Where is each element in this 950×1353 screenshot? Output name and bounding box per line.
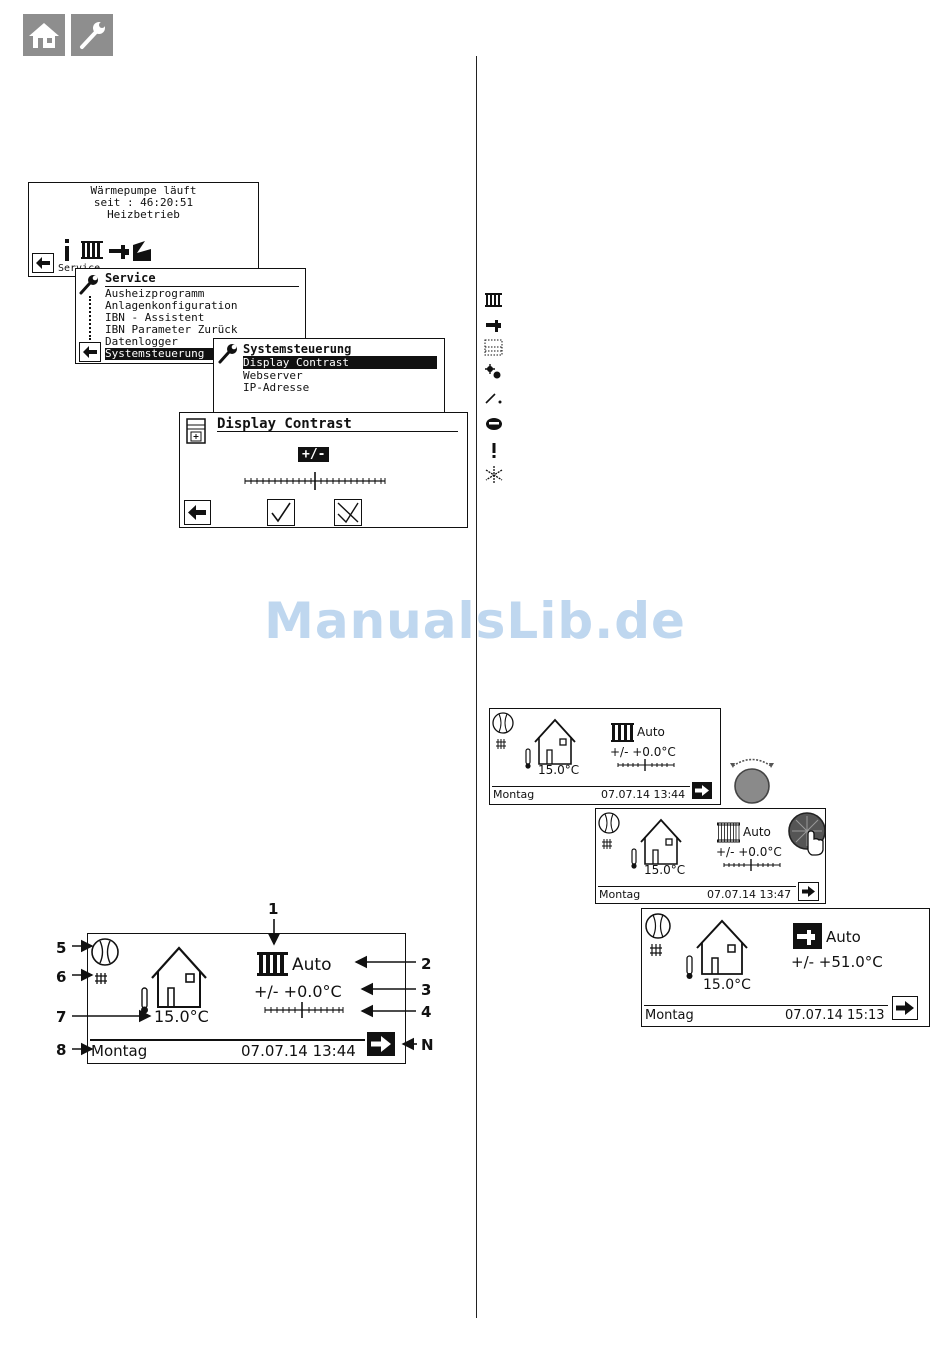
thermometer-icon — [141, 987, 148, 1014]
outside-temperature: 15.0°C — [703, 977, 751, 993]
contrast-slider[interactable] — [244, 472, 386, 490]
operating-mode: Auto — [826, 928, 861, 946]
wrench-icon[interactable] — [71, 14, 113, 56]
offset-scale — [723, 859, 781, 871]
house-icon — [631, 818, 682, 869]
heat-pump-compressor-icon — [91, 938, 119, 984]
system-menu-item-selected[interactable]: Display Contrast — [243, 357, 437, 369]
tap-icon — [486, 320, 501, 332]
radiator-icon — [257, 952, 288, 976]
status-line-2: seit : 46:20:51 — [93, 196, 194, 209]
next-arrow-button[interactable] — [692, 782, 712, 799]
rotary-knob-turn-icon[interactable] — [727, 756, 777, 806]
plus-minus-label: +/- — [298, 447, 330, 462]
main-screen: 15.0°C Auto +/- +0.0°C Montag 07.07.14 1… — [87, 933, 406, 1064]
temperature-offset: +/- +0.0°C — [254, 982, 342, 1001]
watermark: ManualsLib.de — [264, 592, 686, 650]
callout-1: 1 — [268, 900, 279, 918]
sequence-screen-2: 15.0°C Auto +/- +0.0°C Montag 07.07.14 1… — [595, 808, 826, 904]
next-arrow-button[interactable] — [892, 996, 918, 1020]
callout-4: 4 — [421, 1003, 432, 1021]
house-icon — [686, 919, 748, 979]
offset-scale — [264, 1002, 344, 1018]
status-screen: Wärmepumpe läuft seit : 46:20:51 Heizbet… — [28, 182, 259, 277]
scrollbar[interactable] — [89, 296, 92, 340]
outside-temperature: 15.0°C — [538, 763, 580, 777]
callout-6: 6 — [56, 968, 67, 986]
solar-icon — [485, 393, 502, 404]
radiator-icon-outline — [717, 822, 740, 843]
heat-pump-compressor-icon — [492, 712, 514, 749]
heat-pump-compressor-icon — [598, 812, 620, 849]
pv-icon — [486, 418, 502, 430]
back-arrow-button[interactable] — [79, 342, 101, 362]
hot-water-tap-icon — [793, 923, 822, 949]
radiator-icon — [611, 723, 634, 742]
callout-n: N — [421, 1036, 434, 1054]
confirm-check-button[interactable] — [267, 499, 295, 526]
contrast-dialog: Display Contrast +/- — [179, 412, 468, 528]
callout-3: 3 — [421, 981, 432, 999]
operating-mode-icon-legend — [484, 293, 503, 484]
defrost-icon — [485, 466, 503, 484]
heat-pump-compressor-icon — [645, 913, 671, 956]
callout-8: 8 — [56, 1041, 67, 1059]
weekday: Montag — [645, 1008, 694, 1023]
settings-sheet-icon — [186, 418, 206, 444]
service-menu-item[interactable]: IBN - Assistent — [105, 311, 205, 324]
callout-7: 7 — [56, 1008, 67, 1026]
rotary-knob-press-icon[interactable] — [786, 810, 830, 856]
temperature-offset: +/- +51.0°C — [791, 953, 883, 971]
house-icon — [141, 946, 207, 1014]
operating-mode: Auto — [292, 955, 332, 975]
system-menu-item[interactable]: IP-Adresse — [243, 381, 310, 394]
service-menu-item[interactable]: Datenlogger — [105, 335, 178, 348]
operating-mode: Auto — [637, 725, 665, 739]
warning-icon — [492, 443, 496, 458]
service-menu-title: Service — [105, 271, 156, 285]
outside-temperature: 15.0°C — [154, 1007, 209, 1026]
service-menu-item-selected[interactable]: Systemsteuerung — [105, 348, 215, 360]
service-menu-item[interactable]: Anlagenkonfiguration — [105, 299, 238, 312]
wrench-icon — [79, 275, 98, 295]
sequence-screen-3: 15.0°C Auto +/- +51.0°C Montag 07.07.14 … — [641, 908, 930, 1027]
operating-mode: Auto — [743, 825, 771, 839]
callout-5: 5 — [56, 939, 67, 957]
weekday: Montag — [599, 888, 641, 901]
pool-icon — [484, 339, 503, 356]
service-menu-item[interactable]: IBN Parameter Zurück — [105, 323, 238, 336]
next-arrow-button[interactable] — [798, 882, 819, 901]
temperature-offset: +/- +0.0°C — [716, 845, 782, 859]
cancel-x-button[interactable] — [334, 499, 362, 526]
contrast-dialog-title: Display Contrast — [217, 416, 352, 432]
service-menu-item[interactable]: Ausheizprogramm — [105, 287, 205, 300]
status-line-1: Wärmepumpe läuft — [90, 184, 197, 197]
back-arrow-button[interactable] — [184, 500, 211, 525]
sequence-screen-1: 15.0°C Auto +/- +0.0°C Montag 07.07.14 1… — [489, 708, 721, 805]
status-icons — [65, 239, 151, 261]
system-menu-item[interactable]: Webserver — [243, 369, 303, 382]
system-menu-title: Systemsteuerung — [243, 342, 352, 356]
status-line-3: Heizbetrieb — [107, 208, 180, 221]
date-time: 07.07.14 13:47 — [707, 888, 792, 901]
weekday: Montag — [91, 1042, 148, 1060]
weekday: Montag — [493, 788, 535, 801]
date-time: 07.07.14 15:13 — [785, 1008, 885, 1023]
house-icon[interactable] — [23, 14, 65, 56]
cooling-icon — [485, 364, 501, 379]
house-icon — [525, 718, 576, 769]
date-time: 07.07.14 13:44 — [601, 788, 686, 801]
next-arrow-button[interactable] — [367, 1032, 395, 1056]
wrench-icon — [218, 344, 237, 364]
outside-temperature: 15.0°C — [644, 863, 686, 877]
date-time: 07.07.14 13:44 — [241, 1042, 356, 1060]
system-menu-screen: Systemsteuerung Display Contrast Webserv… — [213, 338, 445, 420]
back-arrow-button[interactable] — [32, 253, 54, 273]
heating-rod-icon — [95, 973, 107, 984]
column-divider — [476, 56, 477, 1318]
callout-2: 2 — [421, 955, 432, 973]
radiator-icon — [485, 293, 502, 307]
offset-scale — [617, 759, 675, 771]
temperature-offset: +/- +0.0°C — [610, 745, 676, 759]
